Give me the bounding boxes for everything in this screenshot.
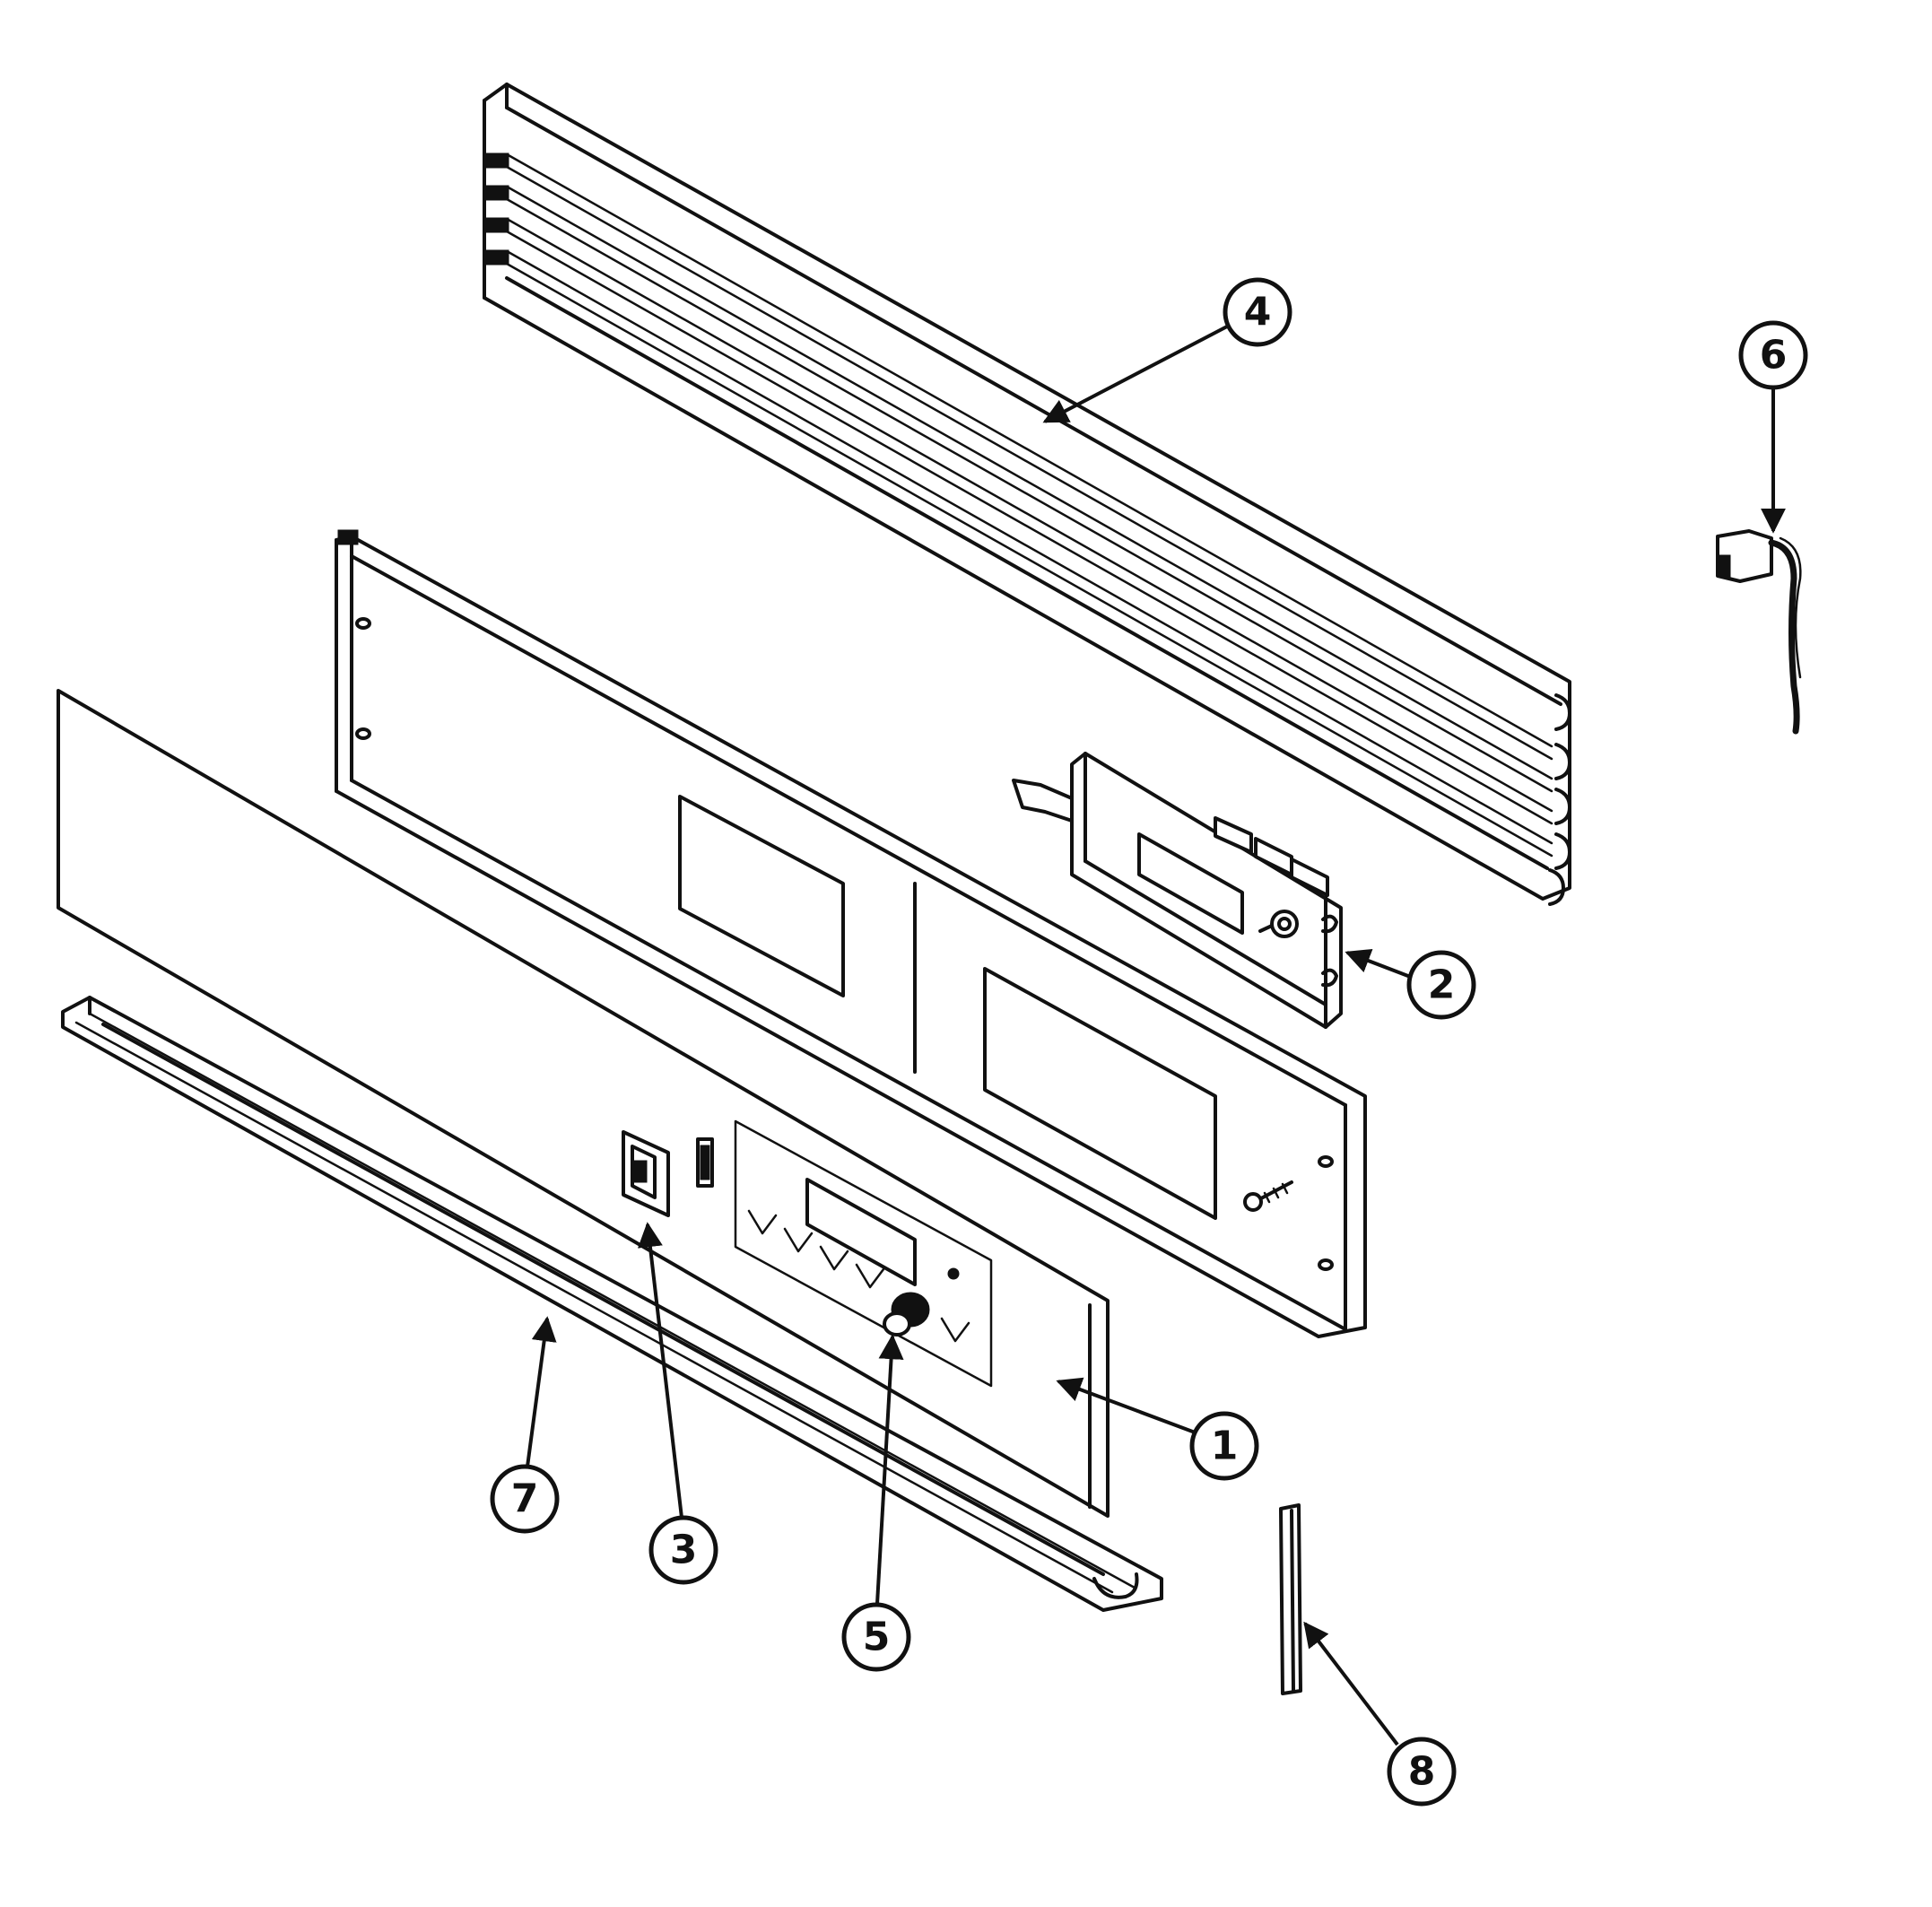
- part-6-wire-connector: [1716, 529, 1802, 735]
- callout-8-label: 8: [1408, 1749, 1436, 1795]
- part-8-rod: [1279, 1503, 1302, 1695]
- back-mounting-panel: [335, 529, 1367, 1338]
- callout-5-label: 5: [863, 1615, 891, 1660]
- callout-2-label: 2: [1428, 962, 1456, 1008]
- callout-3-label: 3: [670, 1528, 698, 1573]
- callout-3: 3: [638, 1222, 718, 1585]
- callout-1: 1: [1056, 1377, 1259, 1481]
- callout-5: 5: [841, 1334, 911, 1672]
- part-2-control-module: [1012, 752, 1343, 1029]
- part-1-control-panel: [57, 689, 1110, 1518]
- callout-4: 4: [1042, 277, 1292, 423]
- callout-4-label: 4: [1244, 290, 1272, 335]
- callout-1-label: 1: [1211, 1424, 1239, 1469]
- callout-6-label: 6: [1760, 333, 1788, 379]
- callout-7-label: 7: [511, 1476, 539, 1522]
- callout-8: 8: [1303, 1621, 1457, 1807]
- callout-2: 2: [1345, 948, 1476, 1020]
- callout-6: 6: [1738, 320, 1808, 534]
- callout-7: 7: [490, 1316, 560, 1534]
- part-4-vent-trim: [483, 83, 1571, 906]
